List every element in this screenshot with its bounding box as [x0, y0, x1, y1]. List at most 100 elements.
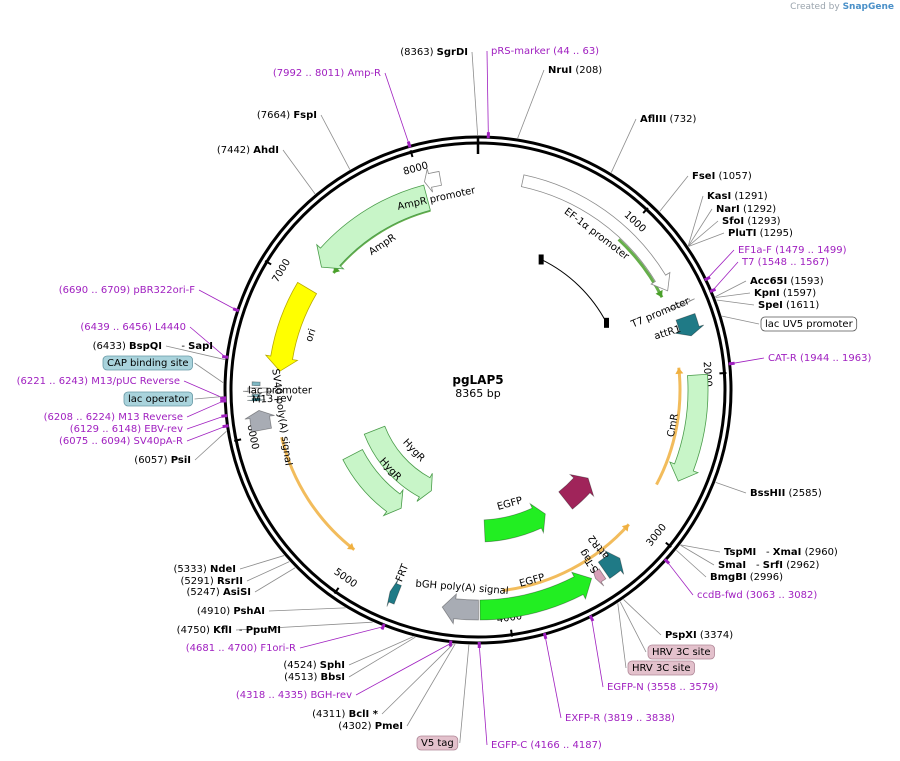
feature-attr1[interactable] [674, 313, 705, 337]
feature-hygr[interactable] [342, 449, 404, 517]
enzyme-kfli[interactable]: (4750) KflI [177, 625, 232, 636]
primer-egfp-c[interactable]: EGFP-C (4166 .. 4187) [491, 740, 602, 751]
enzyme-sfoi[interactable]: SfoI (1293) [722, 216, 781, 227]
enzyme-xmai[interactable]: - XmaI (2960) [766, 547, 838, 558]
primer-l4440[interactable]: (6439 .. 6456) L4440 [80, 322, 186, 333]
enzyme-pspxi[interactable]: PspXI (3374) [665, 630, 733, 641]
primer-ebv-rev[interactable]: (6129 .. 6148) EBV-rev [70, 424, 183, 435]
enzyme-psii[interactable]: (6057) PsiI [134, 455, 191, 466]
enzyme-asisi[interactable]: (5247) AsiSI [187, 587, 251, 598]
primer-bgh-rev[interactable]: (4318 .. 4335) BGH-rev [236, 690, 352, 701]
leader-primer-prs-marker [486, 50, 489, 136]
enzyme-srfi[interactable]: - SrfI (2962) [756, 560, 820, 571]
primer-amp-r[interactable]: (7992 .. 8011) Amp-R [273, 68, 381, 79]
feature-ampr[interactable] [316, 184, 431, 270]
feature-ef-1-promoter[interactable] [520, 174, 671, 292]
enzyme-bspqi[interactable]: (6433) BspQI [93, 341, 162, 352]
primer-exfp-r[interactable]: EXFP-R (3819 .. 3838) [565, 713, 675, 724]
enzyme-bmgbi[interactable]: BmgBI (2996) [710, 572, 783, 583]
feature-ori[interactable] [264, 281, 318, 372]
enzyme-bbsi-name: BbsI [321, 672, 345, 683]
feature-egfp[interactable] [483, 502, 546, 543]
tick-7000 [264, 259, 272, 266]
enzyme-afliii-site: (732) [666, 114, 696, 125]
enzyme-afliii[interactable]: AflIII (732) [640, 114, 696, 125]
boxed-label-v5-tag[interactable]: V5 tag [421, 738, 454, 749]
primer-prs-marker[interactable]: pRS-marker (44 .. 63) [491, 46, 599, 57]
primer-ef1a-f[interactable]: EF1a-F (1479 .. 1499) [738, 245, 847, 256]
feature-attr2[interactable] [597, 550, 625, 580]
primer-t7[interactable]: T7 (1548 .. 1567) [741, 257, 829, 268]
enzyme-pluti[interactable]: PluTI (1295) [728, 228, 793, 239]
enzyme-ndei[interactable]: (5333) NdeI [174, 564, 236, 575]
boxed-label-lac-uv5-promoter[interactable]: lac UV5 promoter [765, 319, 854, 330]
primer-m13-reverse[interactable]: (6208 .. 6224) M13 Reverse [44, 412, 183, 423]
enzyme-fspi[interactable]: (7664) FspI [257, 110, 317, 121]
leader-lines-layer [165, 50, 765, 746]
feature-cap-binding-site[interactable] [251, 381, 261, 387]
boxed-label-hrv-3c-site[interactable]: HRV 3C site [632, 663, 691, 674]
enzyme-nari[interactable]: NarI (1292) [716, 204, 776, 215]
boxed-label-lac-operator[interactable]: lac operator [128, 394, 189, 405]
primer-pbr322ori-f[interactable]: (6690 .. 6709) pBR322ori-F [59, 285, 195, 296]
enzyme-sapi[interactable]: - SapI [181, 341, 213, 352]
enzyme-nrui-site: (208) [572, 65, 602, 76]
boxed-label-cap-binding-site[interactable]: CAP binding site [107, 358, 189, 369]
feature-s-tag[interactable] [591, 567, 607, 587]
primer-cat-r[interactable]: CAT-R (1944 .. 1963) [768, 353, 871, 364]
primer-bgh-rev-range: (4318 .. 4335) [236, 690, 311, 701]
enzyme-acc65i[interactable]: Acc65I (1593) [750, 276, 824, 287]
feature-lac-operator[interactable] [247, 393, 266, 398]
leader-boxed-label-v5-tag [459, 644, 470, 744]
primer-ccdb-fwd[interactable]: ccdB-fwd (3063 .. 3082) [697, 590, 817, 601]
enzyme-bbsi[interactable]: (4513) BbsI [284, 672, 345, 683]
enzyme-sgrdi[interactable]: (8363) SgrDI [400, 47, 468, 58]
enzyme-kasi[interactable]: KasI (1291) [707, 191, 768, 202]
feature-cmr[interactable] [669, 373, 709, 482]
feature-frt[interactable] [386, 578, 402, 607]
enzyme-smai[interactable]: SmaI [718, 560, 746, 571]
feature-ampr-promoter[interactable] [424, 168, 442, 193]
feature-t7-promoter[interactable] [666, 298, 695, 311]
enzyme-nrui[interactable]: NruI (208) [548, 65, 602, 76]
enzyme-rsrii[interactable]: (5291) RsrII [181, 576, 243, 587]
enzyme-bspqi-site: (6433) [93, 341, 129, 352]
primer-m13-puc-reverse[interactable]: (6221 .. 6243) M13/pUC Reverse [17, 376, 180, 387]
enzyme-kpni[interactable]: KpnI (1597) [754, 288, 816, 299]
primer-egfp-c-name: EGFP-C [491, 740, 527, 751]
enzyme-bcli[interactable]: (4311) BclI * [312, 709, 379, 720]
feature-ccdb[interactable] [558, 473, 595, 510]
primer-m13-reverse-range: (6208 .. 6224) [44, 412, 119, 423]
primer-egfp-n[interactable]: EGFP-N (3558 .. 3579) [607, 682, 718, 693]
enzyme-spei[interactable]: SpeI (1611) [758, 300, 819, 311]
feature-label-attr1: attR1 [653, 324, 682, 342]
enzyme-bsshii-name: BssHII [750, 488, 785, 499]
feature-sv40-poly-a-signal[interactable] [244, 409, 275, 433]
boxed-label-hrv-3c-site[interactable]: HRV 3C site [652, 647, 711, 658]
enzyme-fsei[interactable]: FseI (1057) [692, 171, 752, 182]
feature-m13-rev[interactable] [247, 397, 266, 402]
tick-label-5000: 5000 [332, 567, 359, 591]
enzyme-bsshii[interactable]: BssHII (2585) [750, 488, 822, 499]
enzyme-ahdi[interactable]: (7442) AhdI [217, 145, 279, 156]
feature-egfp[interactable] [479, 571, 593, 621]
primer-f1ori-r[interactable]: (4681 .. 4700) F1ori-R [186, 643, 296, 654]
leader-primer-ccdb-fwd [666, 561, 694, 596]
primer-ccdb-fwd-range: (3063 .. 3082) [743, 590, 818, 601]
credit-brand: SnapGene [842, 2, 894, 12]
feature-lac-promoter[interactable] [242, 387, 274, 394]
primer-sv40pa-r[interactable]: (6075 .. 6094) SV40pA-R [59, 436, 183, 447]
leader-primer-l4440 [189, 326, 226, 358]
enzyme-sphi[interactable]: (4524) SphI [283, 660, 345, 671]
enzyme-pmei[interactable]: (4302) PmeI [338, 721, 403, 732]
enzyme-kasi-name: KasI [707, 191, 731, 202]
enzyme-pshai-site: (4910) [197, 606, 233, 617]
feature-hygr[interactable] [363, 425, 433, 502]
enzyme-tspmi[interactable]: TspMI [724, 547, 756, 558]
guide-arc-cat-r [655, 367, 682, 486]
feature-bgh-poly-a-signal[interactable] [441, 592, 479, 625]
enzyme-pshai[interactable]: (4910) PshAI [197, 606, 265, 617]
enzyme-ppumi[interactable]: - PpuMI [239, 625, 281, 636]
primer-exfp-r-range: (3819 .. 3838) [600, 713, 675, 724]
primer-ebv-rev-name: EBV-rev [144, 424, 183, 435]
